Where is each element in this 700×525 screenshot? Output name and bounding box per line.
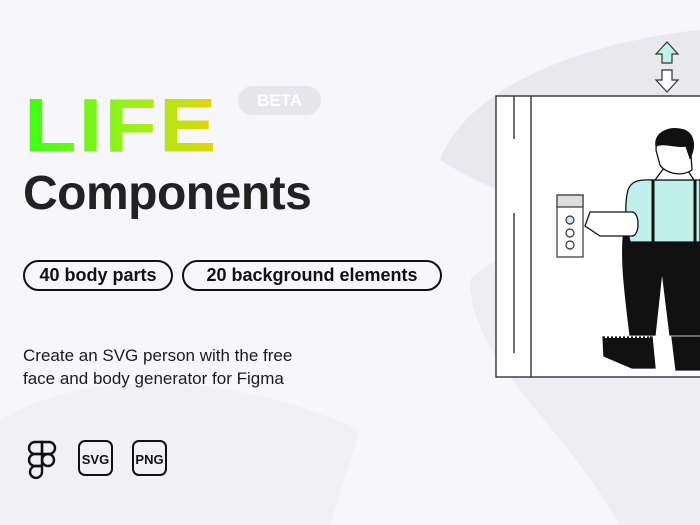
- product-subtitle: Components: [23, 167, 312, 220]
- description: Create an SVG person with the free face …: [23, 344, 292, 390]
- down-arrow-icon: [654, 69, 680, 93]
- svg-format-badge: SVG: [78, 440, 113, 476]
- figma-icon: [27, 440, 57, 480]
- description-line: face and body generator for Figma: [23, 369, 284, 388]
- description-line: Create an SVG person with the free: [23, 346, 293, 365]
- background-wedge: [0, 382, 360, 525]
- person: [584, 128, 700, 371]
- png-format-badge: PNG: [132, 440, 167, 476]
- feature-pill-background-elements: 20 background elements: [182, 260, 442, 291]
- up-arrow-icon: [654, 41, 680, 64]
- feature-pill-body-parts: 40 body parts: [23, 260, 173, 291]
- product-title: LIFE: [24, 83, 219, 169]
- elevator-button-panel: [556, 194, 584, 258]
- beta-badge: BETA: [238, 86, 321, 115]
